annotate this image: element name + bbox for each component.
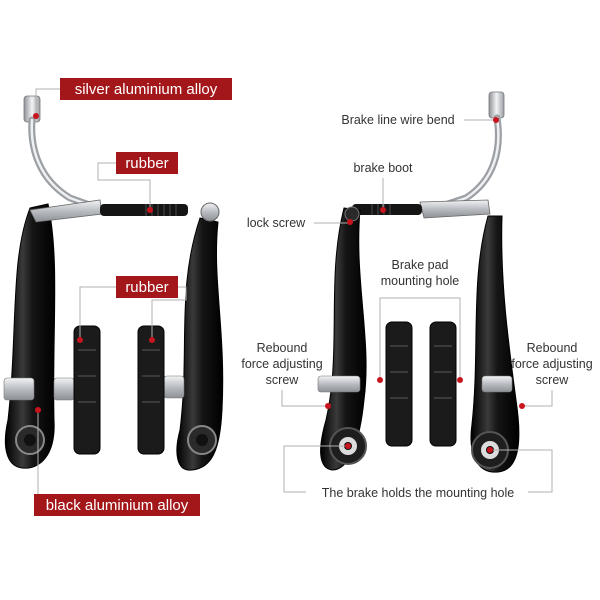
callout-mount-hole: The brake holds the mounting hole	[322, 486, 515, 500]
left-axle-left	[3, 377, 35, 401]
right-brake-arm-left	[320, 207, 367, 471]
tag-silver-aluminium-alloy	[60, 78, 232, 100]
right-rebound-screw-left	[317, 375, 361, 393]
left-brake-arm-right	[176, 217, 224, 471]
left-callouts: silver aluminium alloy rubber rubber bla…	[33, 78, 232, 516]
left-brake-pad-left	[73, 325, 101, 455]
tag-rubber-pad	[116, 276, 178, 298]
right-brake-pad-right	[429, 321, 457, 447]
tag-rubber-boot	[116, 152, 178, 174]
right-lock-screw	[344, 206, 360, 222]
right-brake-pad-left	[385, 321, 413, 447]
callout-rebound-right-line2: force adjusting	[511, 357, 592, 371]
right-silver-clamp	[419, 199, 491, 219]
right-rebound-screw-right	[481, 375, 513, 393]
left-brake	[3, 95, 224, 471]
callout-rebound-left-line1: Rebound	[257, 341, 308, 355]
callout-lock-screw: lock screw	[247, 216, 306, 230]
callout-brake-boot: brake boot	[353, 161, 413, 175]
callout-rebound-left-line3: screw	[266, 373, 300, 387]
tag-black-aluminium-alloy-label: black aluminium alloy	[46, 497, 189, 514]
right-brake	[317, 91, 520, 473]
left-axle-mid-a	[53, 377, 75, 401]
right-brake-arm-right	[470, 215, 520, 473]
tag-rubber-boot-label: rubber	[125, 155, 168, 172]
right-brake-boot	[352, 204, 422, 215]
callout-rebound-right-line3: screw	[536, 373, 570, 387]
tag-silver-aluminium-alloy-label: silver aluminium alloy	[75, 81, 218, 98]
right-callouts: Brake line wire bend brake boot lock scr…	[241, 113, 592, 500]
callout-rebound-right-line1: Rebound	[527, 341, 578, 355]
callout-rebound-left-line2: force adjusting	[241, 357, 322, 371]
right-noodle-pipe	[426, 114, 502, 214]
callout-pad-hole-line2: mounting hole	[381, 274, 460, 288]
callout-pad-hole-line1: Brake pad	[392, 258, 449, 272]
left-brake-arm-left	[4, 203, 56, 469]
tag-rubber-pad-label: rubber	[125, 279, 168, 296]
right-noodle-tip	[488, 91, 505, 119]
left-brake-pad-right	[137, 325, 165, 455]
tag-black-aluminium-alloy	[34, 494, 200, 516]
left-axle-mid-b	[163, 375, 185, 399]
left-rubber-boot	[100, 204, 188, 216]
left-lock-screw	[200, 202, 220, 222]
left-silver-clamp	[29, 199, 103, 223]
callout-wire-bend: Brake line wire bend	[341, 113, 454, 127]
